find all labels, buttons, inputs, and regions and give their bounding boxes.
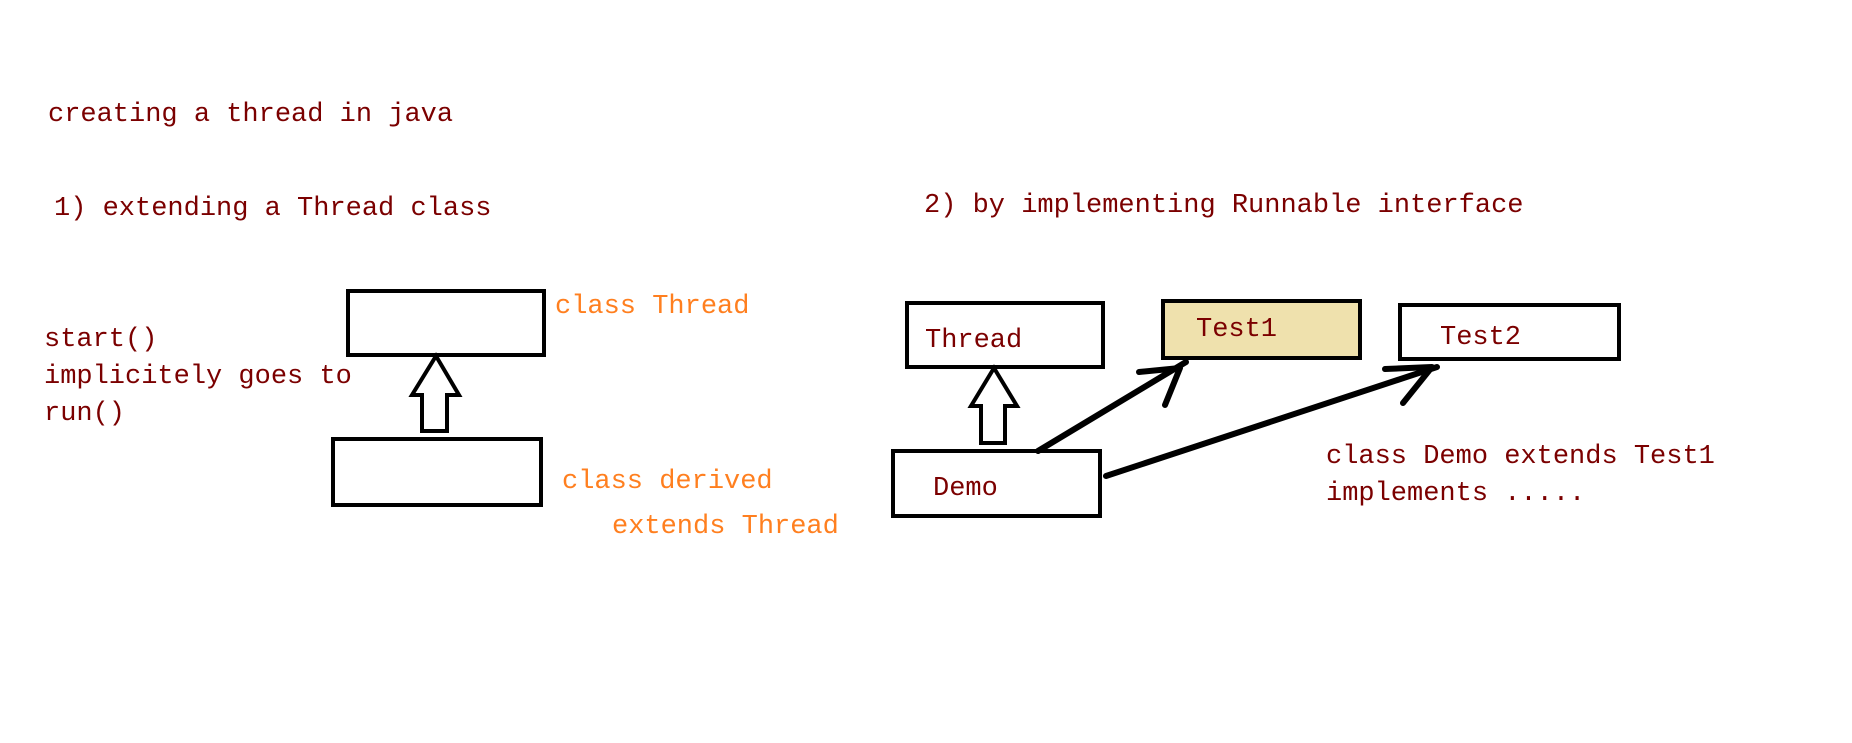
section2-heading: 2) by implementing Runnable interface	[924, 191, 1524, 221]
thread-box	[905, 301, 1105, 369]
page-title: creating a thread in java	[48, 100, 453, 130]
demo-box	[891, 449, 1102, 518]
section1-note-line: implicitely goes to	[44, 362, 352, 392]
parent-class-label: class Thread	[555, 292, 749, 322]
test1-box	[1161, 299, 1362, 360]
implements-arrow-test2	[1103, 364, 1440, 479]
thread-box-label: Thread	[925, 326, 1022, 356]
inheritance-arrow	[967, 364, 1021, 445]
section1-heading: 1) extending a Thread class	[54, 194, 491, 224]
implements-arrow-test1	[1035, 359, 1189, 454]
test2-box-label: Test2	[1440, 323, 1521, 353]
test1-box-label: Test1	[1196, 315, 1277, 345]
derived-class-box	[331, 437, 543, 507]
demo-box-label: Demo	[933, 474, 998, 504]
section1-note-line: run()	[44, 399, 125, 429]
test2-box	[1398, 303, 1621, 361]
section1-note: start() implicitely goes to run()	[44, 325, 352, 429]
derived-class-label: extends Thread	[612, 512, 839, 542]
section1-note-line: start()	[44, 325, 157, 355]
inheritance-arrow	[408, 352, 463, 433]
section2-note-line: class Demo extends Test1	[1326, 442, 1715, 472]
section2-note-line: implements .....	[1326, 479, 1585, 509]
parent-class-box	[346, 289, 546, 357]
derived-class-label: class derived	[562, 467, 773, 497]
